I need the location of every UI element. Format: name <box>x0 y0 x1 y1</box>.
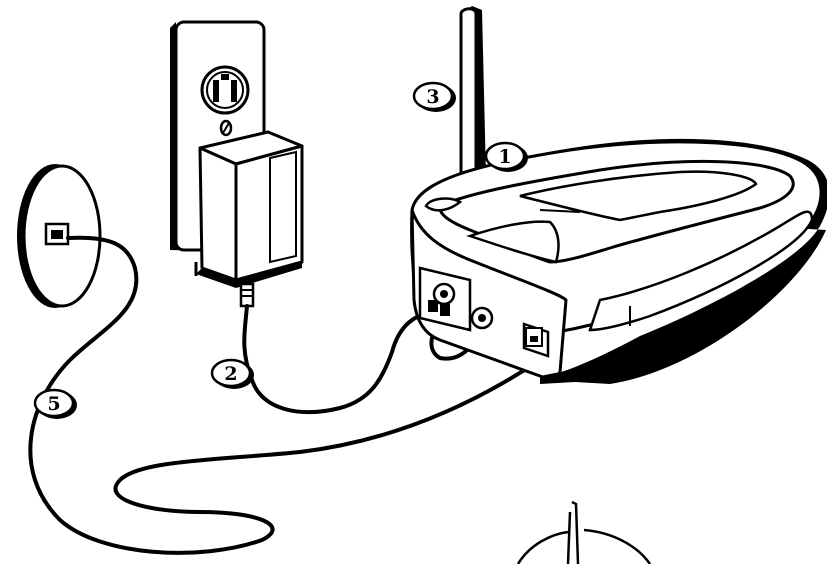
cord-plugs <box>428 300 450 316</box>
callout-3-label: 3 <box>426 86 439 108</box>
callout-2: 2 <box>210 358 254 389</box>
base-station <box>410 6 827 384</box>
callout-1: 1 <box>484 141 528 172</box>
callout-1-label: 1 <box>498 146 511 168</box>
ac-adapter <box>194 130 304 308</box>
outlet-socket <box>200 65 250 115</box>
phone-line-cord <box>28 235 542 555</box>
power-jack <box>432 282 456 306</box>
power-cord <box>242 304 434 415</box>
callout-5-label: 5 <box>47 393 60 415</box>
handset-partial <box>516 500 652 564</box>
antenna-jack <box>470 306 494 330</box>
callout-2-label: 2 <box>224 363 237 385</box>
telephone-line-jack <box>525 327 543 347</box>
wall-phone-jack <box>17 164 102 308</box>
callout-3: 3 <box>412 81 456 112</box>
callout-5: 5 <box>33 388 77 419</box>
